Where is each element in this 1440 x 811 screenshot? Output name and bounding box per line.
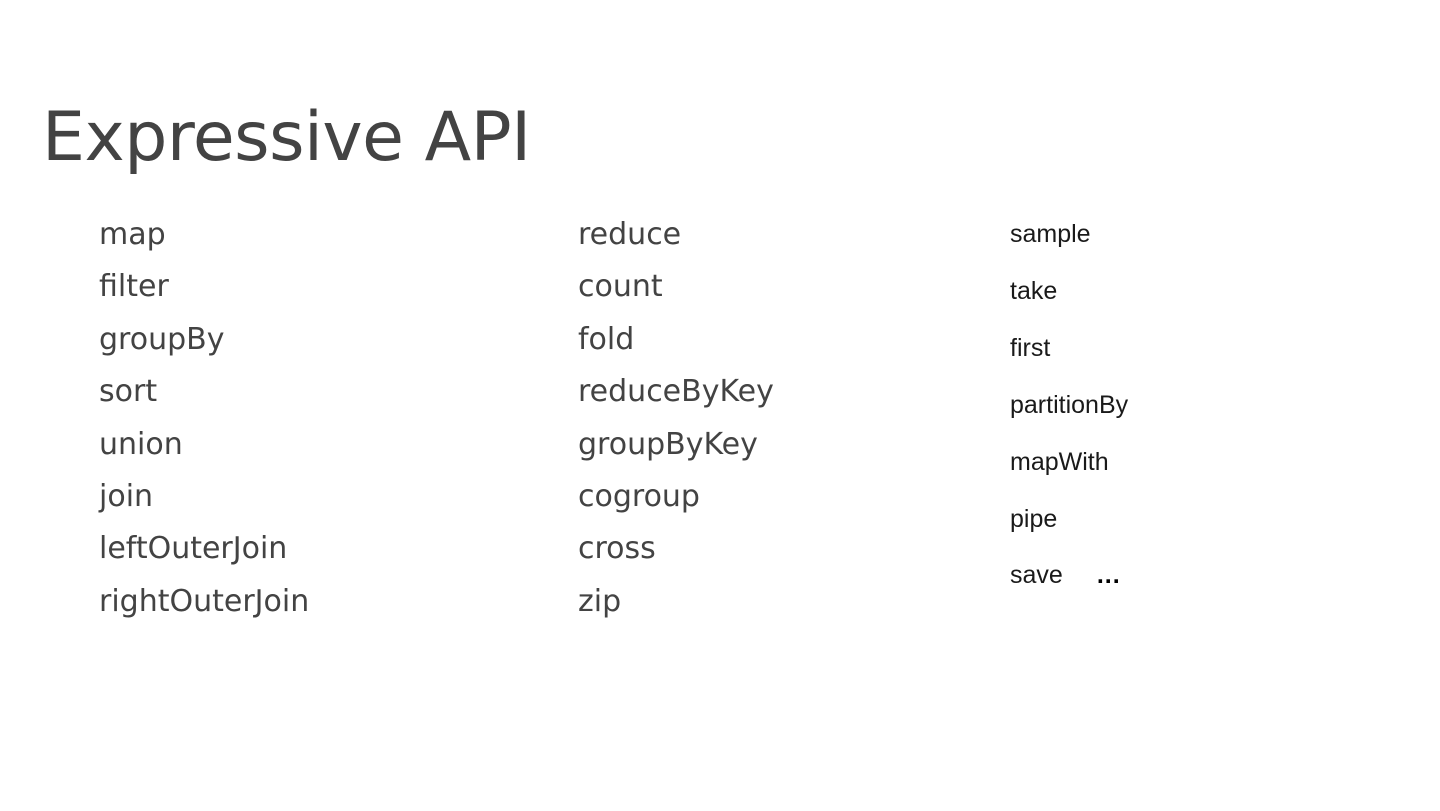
- api-method-item: first: [1010, 333, 1051, 362]
- api-method-item: pipe: [1010, 504, 1058, 533]
- api-method-item: save: [1010, 561, 1063, 590]
- api-method-item: fold: [578, 321, 635, 357]
- api-method-item: map: [99, 217, 166, 252]
- api-method-item: filter: [99, 269, 169, 305]
- api-method-item: count: [578, 269, 663, 305]
- api-method-item: reduce: [578, 217, 682, 252]
- api-method-item: groupBy: [99, 321, 225, 357]
- api-method-item: groupByKey: [578, 426, 758, 462]
- api-method-item: partitionBy: [1010, 390, 1129, 419]
- api-method-item: reduceByKey: [578, 374, 774, 410]
- api-method-item: cross: [578, 531, 656, 567]
- api-list-aggregations: reduce count fold reduceByKey groupByKey…: [578, 209, 774, 628]
- more-ellipsis-icon: ...: [1096, 561, 1121, 590]
- api-method-item: zip: [578, 583, 622, 619]
- api-method-item: leftOuterJoin: [99, 531, 288, 567]
- page-title: Expressive API: [42, 97, 531, 177]
- api-method-item: sample: [1010, 220, 1091, 248]
- api-method-item: join: [99, 479, 154, 515]
- api-method-item: sort: [99, 374, 158, 410]
- api-method-item-save-row: save ...: [1010, 547, 1128, 604]
- api-list-transformations: map filter groupBy sort union join leftO…: [99, 209, 309, 628]
- api-method-item: take: [1010, 276, 1058, 305]
- api-list-actions: sample take first partitionBy mapWith pi…: [1010, 206, 1128, 604]
- api-method-item: cogroup: [578, 479, 700, 515]
- api-method-item: union: [99, 426, 183, 462]
- api-method-item: mapWith: [1010, 447, 1109, 476]
- api-method-item: rightOuterJoin: [99, 583, 310, 619]
